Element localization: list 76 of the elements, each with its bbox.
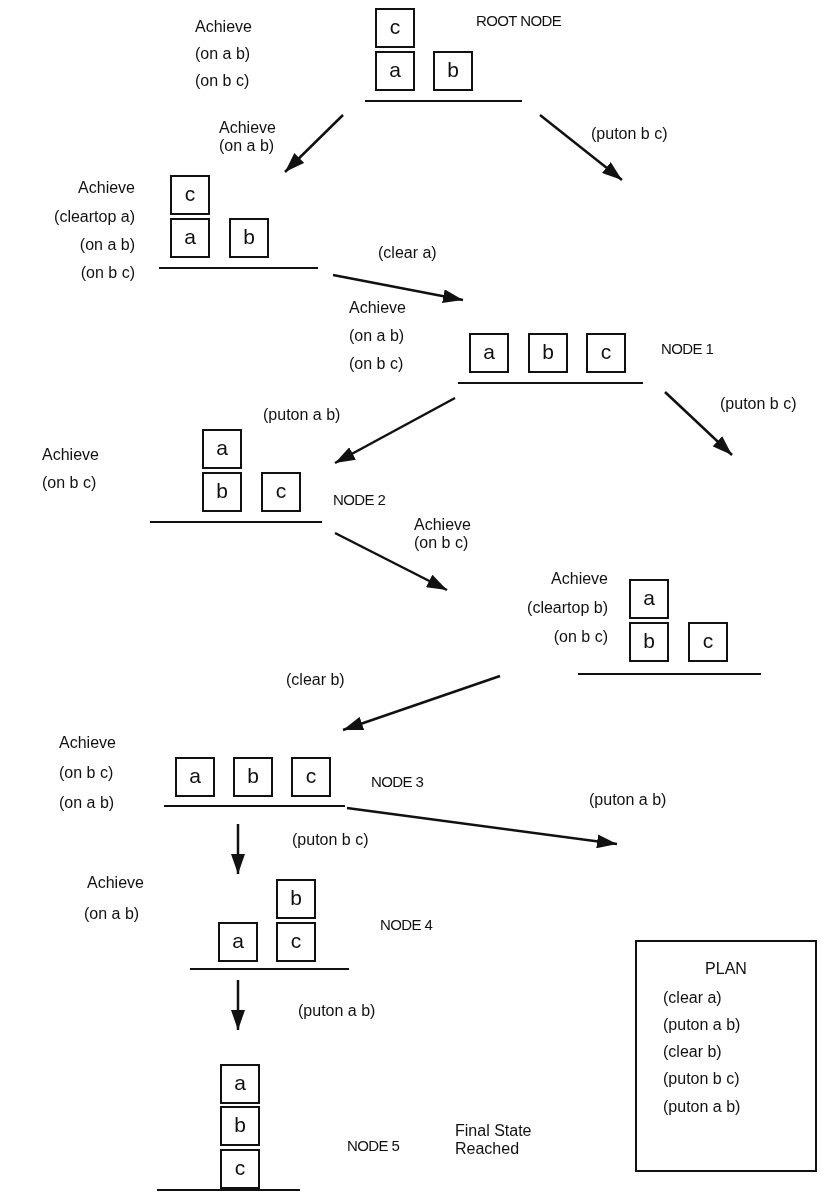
edge-label: (clear b) bbox=[285, 671, 346, 689]
block: a bbox=[218, 922, 258, 962]
edge-label: (puton a b) bbox=[297, 1002, 377, 1020]
block: b bbox=[276, 879, 316, 919]
node-label: NODE 1 bbox=[661, 340, 714, 358]
arrow bbox=[342, 674, 501, 732]
goal-text: (on a b) bbox=[79, 236, 135, 254]
block: b bbox=[229, 218, 269, 258]
goal-text: (on b c) bbox=[42, 474, 97, 492]
arrow bbox=[231, 980, 245, 1030]
goal-text: Achieve bbox=[42, 446, 99, 464]
goal-text: (on b c) bbox=[349, 355, 404, 373]
block: a bbox=[202, 429, 242, 469]
goal-text: Achieve bbox=[78, 179, 135, 197]
block: a bbox=[220, 1064, 260, 1104]
block: c bbox=[688, 622, 728, 662]
block: b bbox=[433, 51, 473, 91]
edge-label: (puton b c) bbox=[719, 395, 798, 413]
goal-text: Achieve bbox=[349, 299, 406, 317]
block: b bbox=[233, 757, 273, 797]
node-label: NODE 5 bbox=[347, 1137, 400, 1155]
plan-step: (clear a) bbox=[663, 989, 722, 1007]
block: c bbox=[375, 8, 415, 48]
arrow bbox=[539, 114, 623, 181]
goal-text: Achieve bbox=[59, 734, 116, 752]
block: a bbox=[469, 333, 509, 373]
goal-text: (on b c) bbox=[59, 764, 114, 782]
block: c bbox=[220, 1149, 260, 1189]
arrow bbox=[332, 273, 464, 304]
goal-text: (on a b) bbox=[59, 794, 115, 812]
edge-label: (clear a) bbox=[377, 244, 438, 262]
node-label: NODE 2 bbox=[333, 491, 386, 509]
arrow bbox=[334, 531, 448, 592]
block: a bbox=[170, 218, 210, 258]
goal-text: (on a b) bbox=[84, 905, 140, 923]
block: b bbox=[220, 1106, 260, 1146]
block: c bbox=[586, 333, 626, 373]
node-label: NODE 3 bbox=[371, 773, 424, 791]
plan-step: (puton a b) bbox=[663, 1098, 741, 1116]
goal-text: (on a b) bbox=[349, 327, 405, 345]
edge-label: (puton b c) bbox=[291, 831, 370, 849]
edge-label: (puton b c) bbox=[590, 125, 669, 143]
arrow bbox=[664, 391, 733, 456]
goal-text: (on b c) bbox=[195, 72, 250, 90]
edge-label: (puton a b) bbox=[262, 406, 342, 424]
block: c bbox=[170, 175, 210, 215]
block: b bbox=[629, 622, 669, 662]
node-label: NODE 4 bbox=[380, 916, 433, 934]
block: a bbox=[375, 51, 415, 91]
node-label: ROOT NODE bbox=[476, 12, 562, 30]
block: c bbox=[291, 757, 331, 797]
goal-text: (on b c) bbox=[553, 628, 608, 646]
edge-label: (puton a b) bbox=[588, 791, 668, 809]
status-note: Final State Reached bbox=[455, 1122, 533, 1158]
goal-text: Achieve bbox=[195, 18, 252, 36]
goal-text: Achieve bbox=[87, 874, 144, 892]
plan-step: (puton b c) bbox=[663, 1070, 740, 1088]
block: a bbox=[629, 579, 669, 619]
arrow bbox=[334, 396, 456, 465]
goal-text: (cleartop b) bbox=[527, 599, 608, 617]
block: b bbox=[202, 472, 242, 512]
block: c bbox=[276, 922, 316, 962]
arrow bbox=[284, 114, 344, 173]
plan-step: (puton a b) bbox=[663, 1016, 741, 1034]
plan-step: (clear b) bbox=[663, 1043, 722, 1061]
goal-text: (cleartop a) bbox=[54, 208, 135, 226]
goal-text: Achieve bbox=[551, 570, 608, 588]
block: b bbox=[528, 333, 568, 373]
block: c bbox=[261, 472, 301, 512]
arrow bbox=[231, 824, 245, 874]
goal-text: (on a b) bbox=[195, 45, 251, 63]
arrow bbox=[346, 806, 618, 849]
plan-box bbox=[635, 940, 817, 1172]
goal-text: (on b c) bbox=[80, 264, 135, 282]
block: a bbox=[175, 757, 215, 797]
plan-heading: PLAN bbox=[704, 960, 748, 978]
